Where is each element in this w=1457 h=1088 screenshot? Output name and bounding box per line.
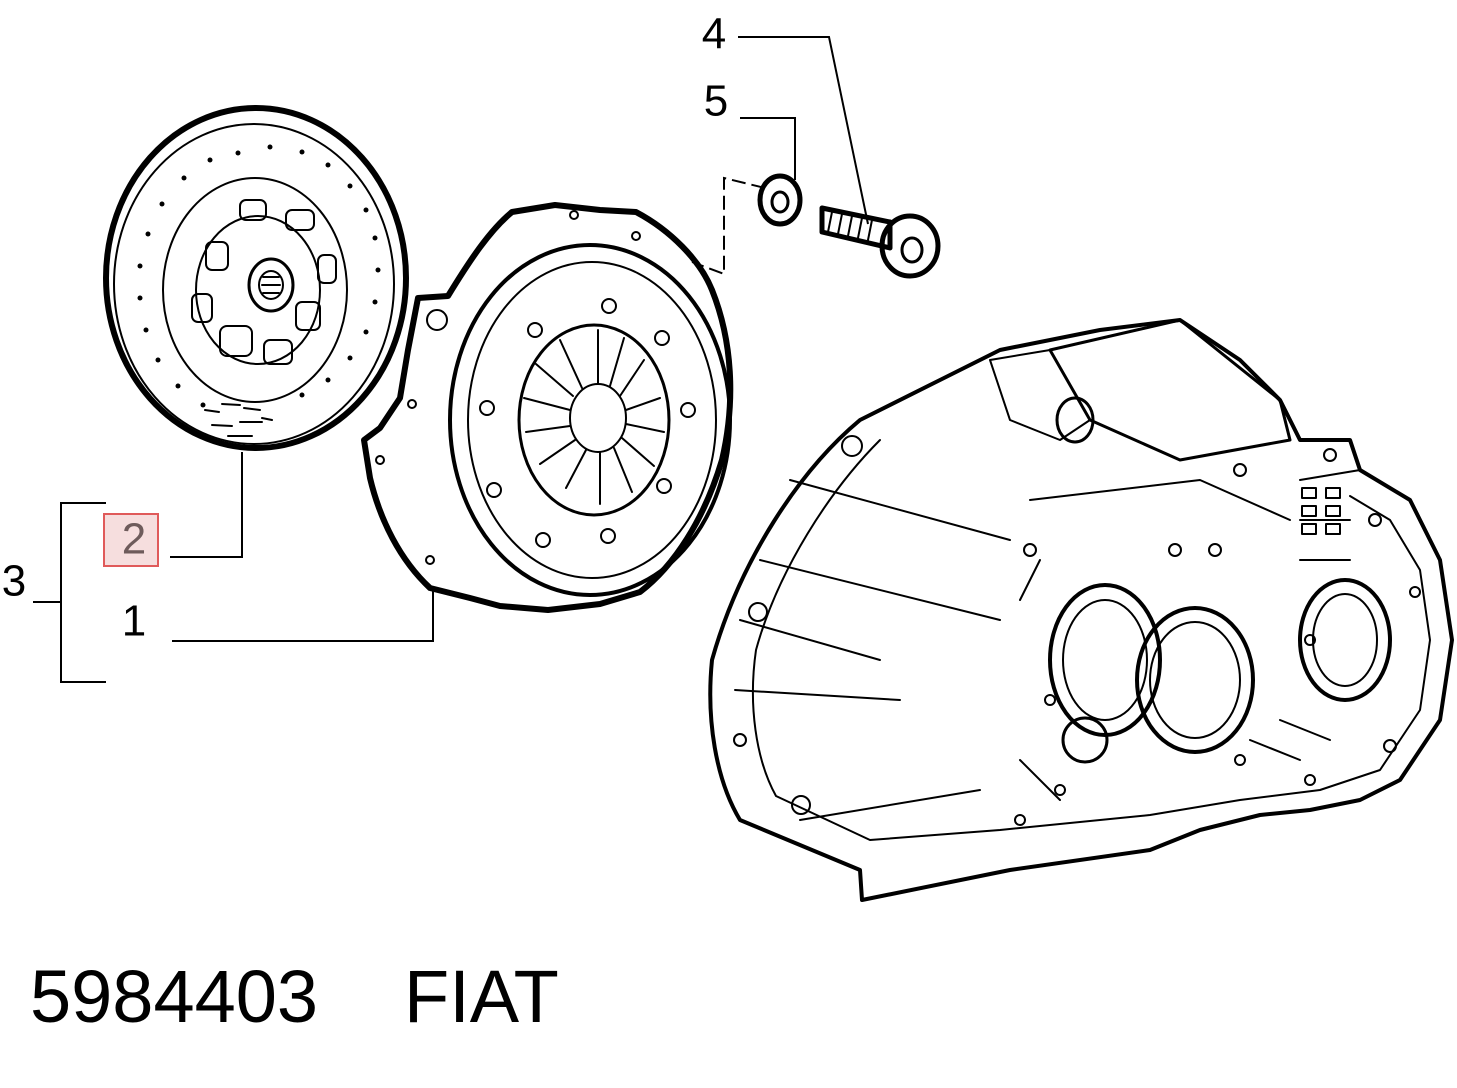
- pressure-plate-drawing: [361, 202, 734, 613]
- callout-5[interactable]: 5: [704, 77, 728, 126]
- leader-line-2: [170, 452, 243, 558]
- leader-line-1: [172, 590, 434, 642]
- leader-lines: [33, 36, 869, 683]
- brand-name: FIAT: [404, 955, 559, 1038]
- leader-line-washer-to-plate: [691, 176, 766, 276]
- callout-3[interactable]: 3: [2, 557, 26, 606]
- washer-drawing: [757, 173, 803, 227]
- callout-1[interactable]: 1: [122, 597, 146, 646]
- clutch-disc-drawing: [103, 105, 409, 451]
- bolt-drawing: [819, 205, 941, 279]
- callout-2-highlight[interactable]: 2: [103, 513, 159, 567]
- bracket-3: [60, 502, 106, 683]
- gearbox-housing-drawing: [708, 318, 1454, 902]
- part-number: 5984403: [30, 955, 318, 1038]
- callout-2[interactable]: 2: [122, 515, 146, 564]
- leader-line-4: [738, 36, 869, 225]
- callout-4[interactable]: 4: [702, 10, 726, 59]
- callout-2-highlight-box: [103, 513, 159, 567]
- leader-line-5: [740, 117, 796, 180]
